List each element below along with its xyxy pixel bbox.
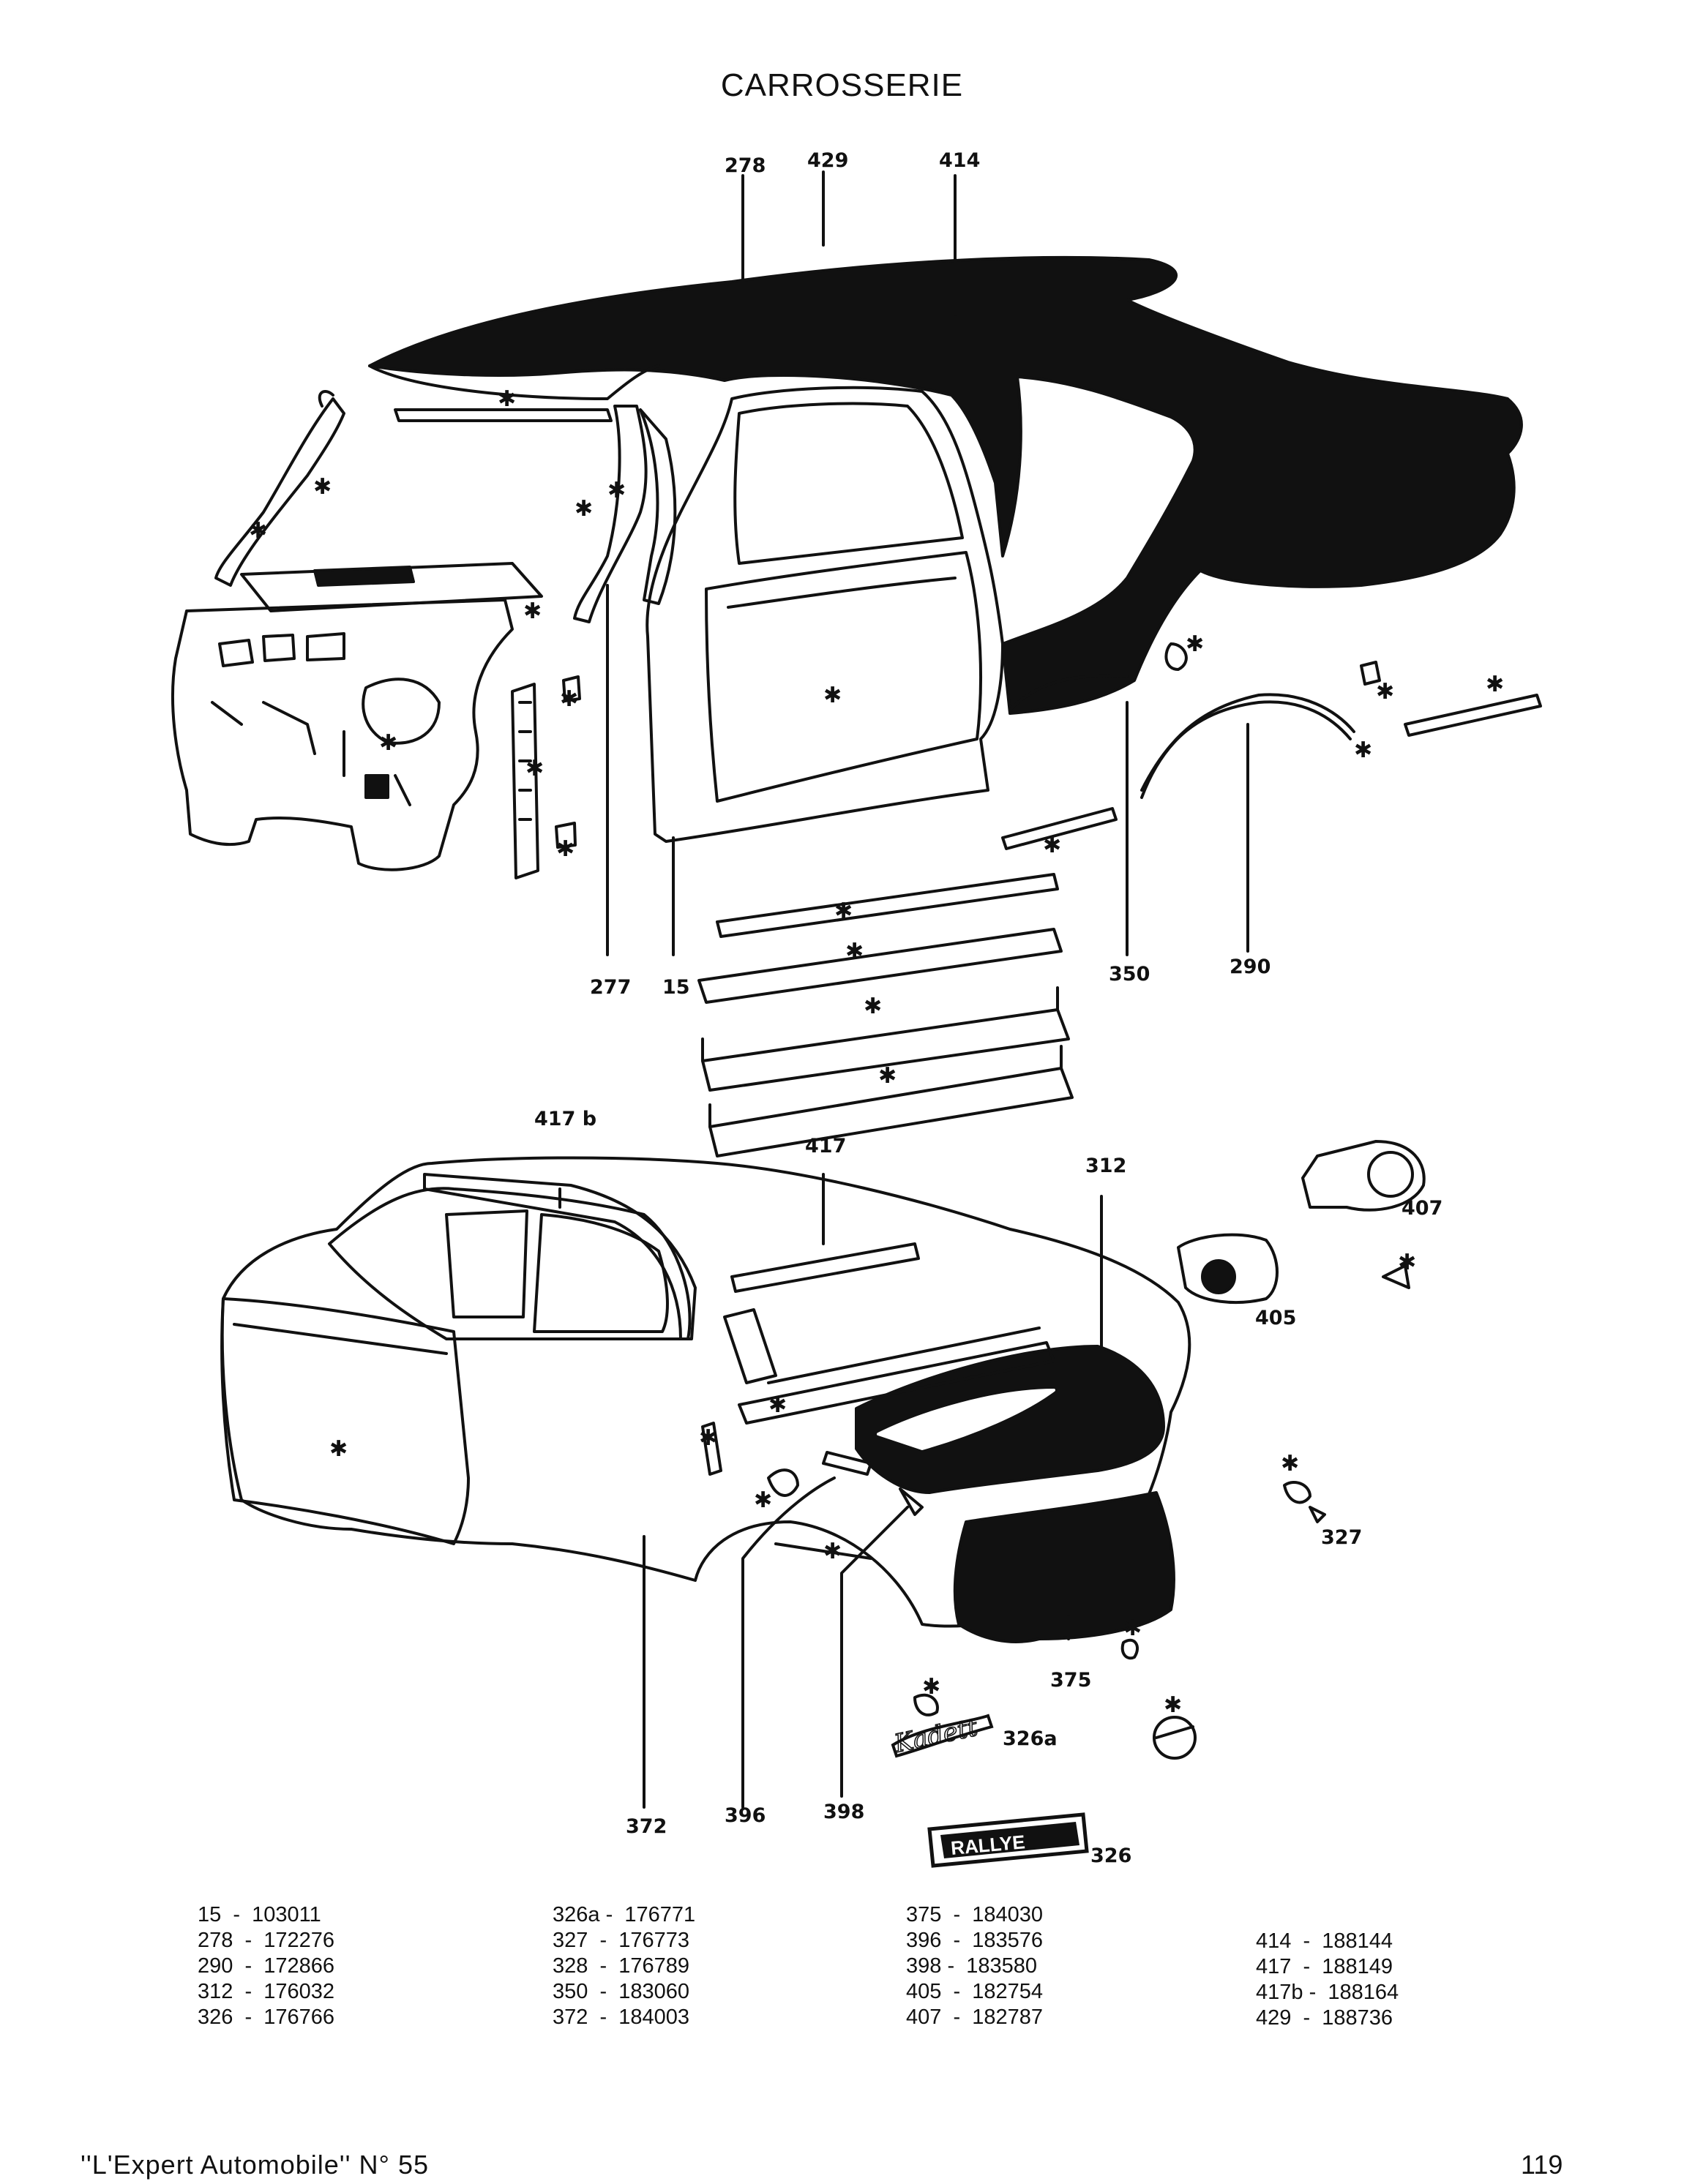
parts-list-row: 290 - 172866 — [198, 1954, 335, 1978]
callout-15: 15 — [662, 976, 690, 999]
door-panel — [220, 1297, 470, 1545]
parts-list-row: 278 - 172276 — [198, 1929, 335, 1952]
parts-list-row: 312 - 176032 — [198, 1980, 335, 2003]
parts-list-row: 405 - 182754 — [906, 1980, 1044, 2003]
front-door-panel — [705, 551, 982, 803]
parts-list-row: 396 - 183576 — [906, 1929, 1044, 1952]
door-aperture-ring — [645, 386, 1004, 843]
svg-text:✱: ✱ — [329, 1436, 348, 1462]
callout-277: 277 — [590, 976, 631, 999]
fuel-cap — [1177, 1233, 1279, 1304]
svg-text:✱: ✱ — [699, 1425, 717, 1451]
parts-list-row: 15 - 103011 — [198, 1903, 321, 1926]
trunk-lid — [855, 1345, 1165, 1494]
parts-list-row: 350 - 183060 — [553, 1980, 690, 2003]
callout-327: 327 — [1321, 1526, 1362, 1549]
parts-list-row: 398 - 183580 — [906, 1954, 1037, 1978]
fuel-filler-housing — [1301, 1140, 1426, 1212]
callout-290: 290 — [1230, 956, 1271, 978]
svg-text:✱: ✱ — [864, 994, 882, 1019]
callout-407: 407 — [1402, 1197, 1442, 1220]
rallye-badge: RALLYE — [927, 1812, 1089, 1868]
callout-350: 350 — [1109, 963, 1150, 986]
parts-list-row: 326 - 176766 — [198, 2005, 335, 2029]
svg-text:✱: ✱ — [498, 386, 516, 412]
svg-text:✱: ✱ — [556, 836, 575, 862]
footer-publication: ''L'Expert Automobile'' N° 55 — [81, 2150, 429, 2180]
drip-rail — [423, 1173, 697, 1340]
parts-list-row: 417b - 188164 — [1256, 1981, 1399, 2004]
svg-text:✱: ✱ — [1281, 1451, 1299, 1476]
callout-375: 375 — [1050, 1669, 1091, 1692]
parts-list-column-3: 375 - 184030 396 - 183576 398 - 183580 4… — [906, 1902, 1043, 2030]
svg-text:✱: ✱ — [754, 1487, 772, 1513]
svg-text:✱: ✱ — [1486, 672, 1504, 697]
svg-text:Kadett: Kadett — [891, 1713, 981, 1759]
parts-list-row: 417 - 188149 — [1256, 1955, 1393, 1978]
svg-text:✱: ✱ — [525, 756, 544, 781]
parts-list-column-2: 326a - 176771 327 - 176773 328 - 176789 … — [553, 1902, 695, 2030]
a-pillar-left — [214, 397, 345, 587]
svg-text:✱: ✱ — [1186, 631, 1204, 657]
parts-list-column-1: 15 - 103011 278 - 172276 290 - 172866 31… — [198, 1902, 334, 2030]
svg-text:✱: ✱ — [523, 598, 542, 624]
svg-text:✱: ✱ — [823, 683, 842, 708]
svg-text:✱: ✱ — [249, 518, 267, 544]
svg-text:✱: ✱ — [834, 898, 853, 924]
parts-list-row: 326a - 176771 — [553, 1903, 696, 1926]
svg-text:✱: ✱ — [560, 686, 578, 712]
callout-405: 405 — [1255, 1307, 1296, 1329]
firewall-panel — [171, 598, 514, 871]
svg-text:✱: ✱ — [845, 939, 864, 964]
parts-list-row: 372 - 184003 — [553, 2005, 690, 2029]
callout-398: 398 — [823, 1801, 864, 1823]
svg-text:✱: ✱ — [1164, 1692, 1182, 1718]
parts-list-column-4: 414 - 188144 417 - 188149 417b - 188164 … — [1256, 1929, 1399, 2031]
svg-text:✱: ✱ — [1376, 679, 1394, 705]
parts-list-row: 429 - 188736 — [1256, 2006, 1393, 2030]
callout-429: 429 — [807, 149, 848, 172]
svg-text:✱: ✱ — [878, 1063, 897, 1089]
page-number: 119 — [1521, 2150, 1563, 2180]
page-title: CARROSSERIE — [720, 67, 964, 103]
parts-list-row: 328 - 176789 — [553, 1954, 690, 1978]
svg-text:✱: ✱ — [1354, 738, 1372, 763]
svg-text:✱: ✱ — [575, 496, 593, 522]
callout-417: 417 — [805, 1135, 846, 1157]
svg-text:✱: ✱ — [1398, 1250, 1416, 1275]
callout-326: 326 — [1090, 1845, 1131, 1867]
callout-414: 414 — [939, 149, 980, 172]
parts-list-row: 375 - 184030 — [906, 1903, 1044, 1926]
svg-text:✱: ✱ — [1123, 1616, 1142, 1641]
parts-list-row: 414 - 188144 — [1256, 1929, 1393, 1953]
svg-text:✱: ✱ — [922, 1674, 940, 1700]
parts-list-row: 407 - 182787 — [906, 2005, 1044, 2029]
svg-text:✱: ✱ — [313, 474, 332, 500]
parts-list-row: 327 - 176773 — [553, 1929, 690, 1952]
svg-text:✱: ✱ — [379, 730, 397, 756]
svg-text:✱: ✱ — [768, 1392, 787, 1418]
roof-and-quarter-panel — [368, 255, 1523, 715]
cowl-panel — [240, 562, 543, 612]
opel-emblem — [1153, 1716, 1197, 1760]
kadett-script-emblem: Kadett — [891, 1712, 994, 1760]
rear-panel — [953, 1491, 1175, 1643]
svg-text:✱: ✱ — [1043, 833, 1061, 858]
wheel-arch-molding — [1140, 700, 1352, 799]
callout-278: 278 — [725, 154, 766, 177]
callout-312: 312 — [1085, 1155, 1126, 1177]
b-pillar-part — [511, 683, 539, 879]
callout-396: 396 — [725, 1804, 766, 1827]
sill-parts-stack — [697, 873, 1074, 1157]
a-pillar-right — [573, 405, 648, 623]
svg-text:✱: ✱ — [607, 478, 626, 503]
svg-text:✱: ✱ — [823, 1539, 842, 1564]
callout-372: 372 — [626, 1815, 667, 1838]
callout-417b: 417 b — [534, 1108, 596, 1130]
callout-326a: 326a — [1003, 1727, 1058, 1750]
